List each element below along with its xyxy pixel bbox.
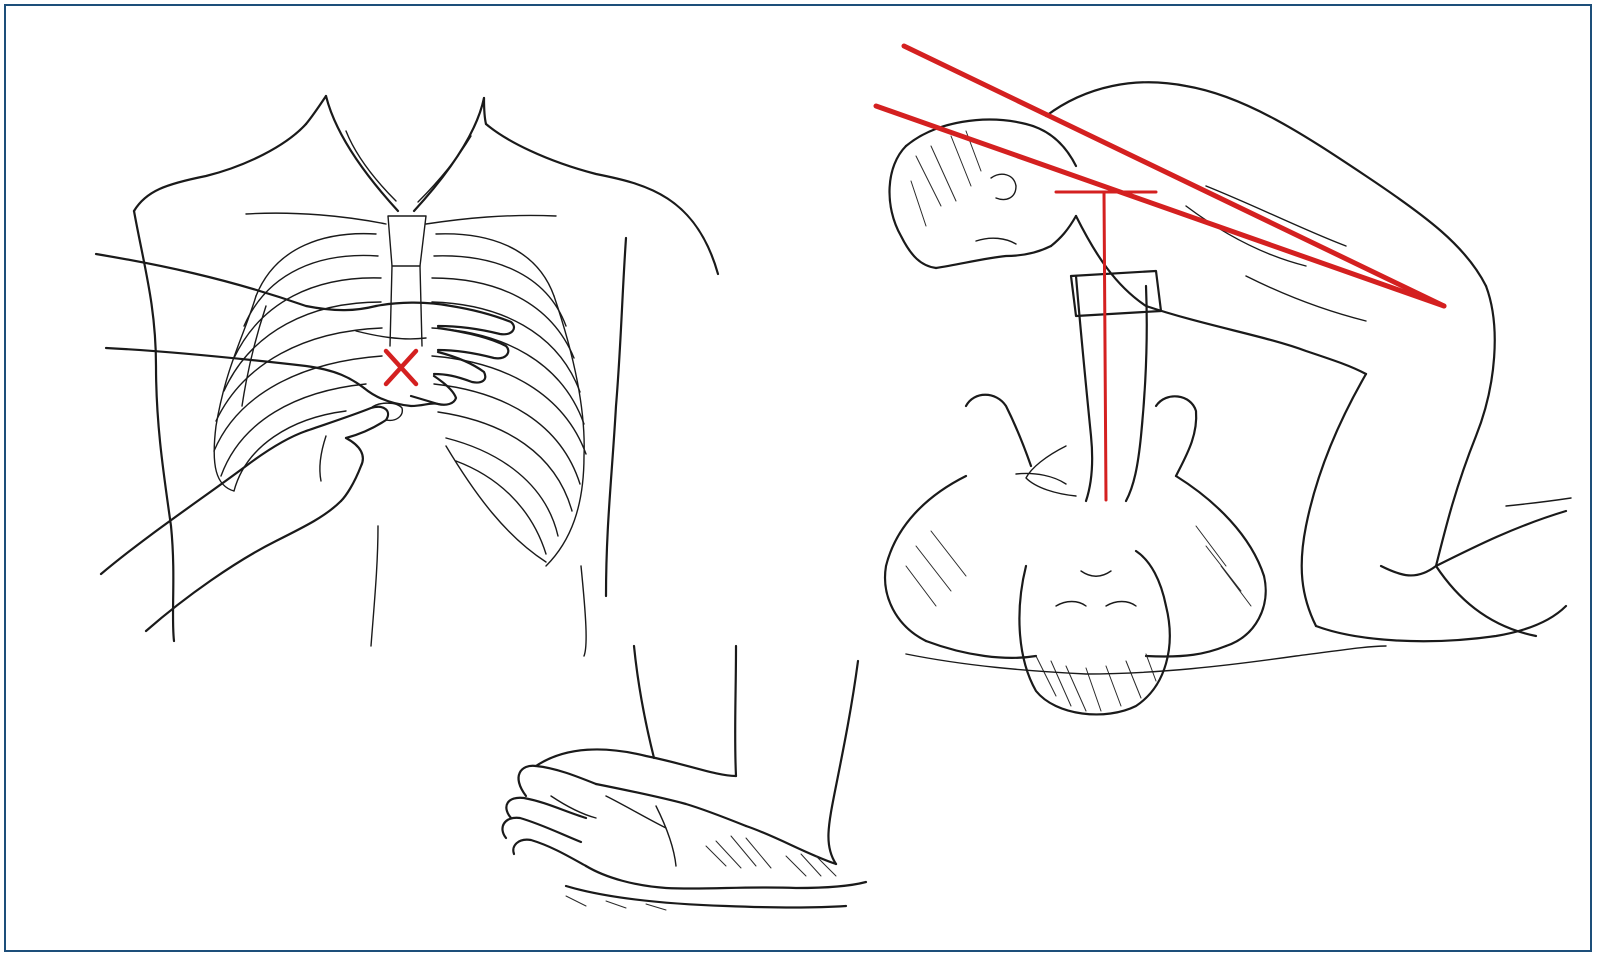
rescuer-hand-upper — [96, 254, 514, 406]
chest-hand-placement-drawing — [96, 96, 718, 656]
cpr-illustration — [6, 6, 1592, 952]
rescuer-hand-lower — [101, 403, 402, 631]
patient — [885, 395, 1386, 715]
sternum — [388, 216, 426, 346]
interlocked-hands-drawing — [502, 646, 866, 910]
rescuer-posture-drawing — [876, 46, 1571, 714]
rescuer-arms — [1016, 271, 1161, 501]
rescuer-legs — [1302, 374, 1571, 641]
posture-guide-lines — [876, 46, 1444, 500]
torso-outline — [134, 124, 718, 656]
neck — [306, 96, 486, 211]
clavicles — [246, 213, 556, 224]
rescuer-torso — [1046, 82, 1495, 566]
left-ribcage — [214, 234, 382, 491]
figure-frame — [4, 4, 1592, 952]
x-mark — [386, 351, 416, 384]
